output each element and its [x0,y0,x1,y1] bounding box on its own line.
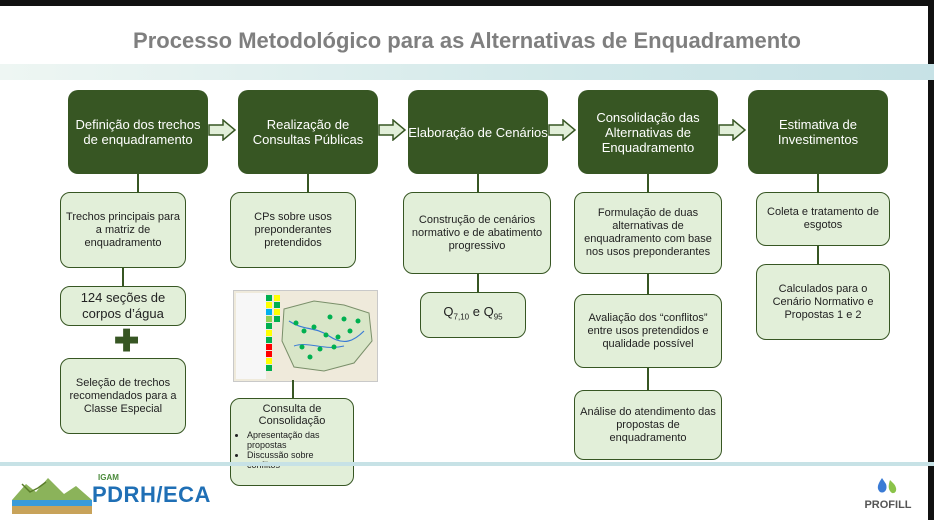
box-vazoes: Q7,10 e Q95 [420,292,526,338]
box-formulacao: Formulação de duas alternativas de enqua… [574,192,722,274]
consulta-bullet: Discussão sobre conflitos [247,450,349,470]
connector [647,174,649,192]
header-consolidacao-label: Consolidação das Alternativas de Enquadr… [596,109,700,155]
vazao-formula: Q7,10 e Q95 [443,304,502,326]
header-cenarios-label: Elaboração de Cenários [408,124,548,140]
top-border [0,0,934,6]
connector [292,380,294,398]
title-band [0,64,934,80]
box-text: Seleção de trechos recomendados para a C… [69,376,177,415]
drops-icon [877,478,897,494]
q95-subscript: 95 [493,312,503,322]
right-arrow-icon [718,119,746,141]
box-text: CPs sobre usos preponderantes pretendido… [254,210,332,249]
map-image [233,290,378,382]
box-selecao-trechos: Seleção de trechos recomendados para a C… [60,358,186,434]
header-definicao-label: Definição dos trechos de enquadramento [75,117,201,147]
box-analise-atendimento: Análise do atendimento das propostas de … [574,390,722,460]
box-124-secoes: 124 seções de corpos d’água [60,286,186,326]
consulta-bullet: Apresentação das propostas [247,430,349,450]
q95-symbol: Q [483,304,494,320]
profill-label: PROFILL [864,499,912,511]
box-consulta-consolidacao: Consulta de Consolidação Apresentação da… [230,398,354,486]
connector [122,268,124,286]
box-text: Coleta e tratamento de esgotos [767,206,879,231]
plus-icon: ✚ [114,325,140,358]
box-construcao-cenarios: Construção de cenários normativo e de ab… [403,192,551,274]
q710-symbol: Q [443,304,454,320]
header-investimentos: Estimativa de Investimentos [748,90,888,174]
footer-band [0,462,934,466]
box-text: 124 seções de corpos d’água [80,290,166,321]
box-text: Construção de cenários normativo e de ab… [411,213,543,252]
connector [477,274,479,292]
box-text: Formulação de duas alternativas de enqua… [584,207,712,258]
pdrh-eca-logo: IGAM PDRH/ECA [12,470,210,514]
connector [817,246,819,264]
connector [647,274,649,294]
landscape-icon [12,478,92,514]
header-cenarios: Elaboração de Cenários [408,90,548,174]
box-text: Calculados para o Cenário Normativo e Pr… [772,282,874,321]
igam-label: IGAM [98,473,119,482]
box-coleta-esgotos: Coleta e tratamento de esgotos [756,192,890,246]
header-consultas-label: Realização de Consultas Públicas [252,117,364,147]
q710-subscript: 7,10 [453,312,470,322]
header-investimentos-label: Estimativa de Investimentos [777,117,859,147]
right-arrow-icon [208,119,236,141]
box-text: Trechos principais para a matriz de enqu… [66,210,180,249]
box-cps-usos: CPs sobre usos preponderantes pretendido… [230,192,356,268]
connector [817,174,819,192]
connector [647,368,649,390]
box-text: Análise do atendimento das propostas de … [580,405,716,444]
box-text: Avaliação dos “conflitos” entre usos pre… [587,311,709,350]
pdrh-eca-label: PDRH/ECA [92,482,211,507]
box-avaliacao-conflitos: Avaliação dos “conflitos” entre usos pre… [574,294,722,368]
right-arrow-icon [378,119,406,141]
profill-logo: PROFILL [858,476,918,516]
connector [137,174,139,192]
consulta-title: Consulta de Consolidação [258,403,326,427]
header-consultas: Realização de Consultas Públicas [238,90,378,174]
connector [307,174,309,192]
right-arrow-icon [548,119,576,141]
conjunction: e [469,304,484,320]
box-trechos-principais: Trechos principais para a matriz de enqu… [60,192,186,268]
header-definicao: Definição dos trechos de enquadramento [68,90,208,174]
connector [477,174,479,192]
box-calculados: Calculados para o Cenário Normativo e Pr… [756,264,890,340]
right-border [928,0,934,520]
page-title: Processo Metodológico para as Alternativ… [133,28,801,53]
header-consolidacao: Consolidação das Alternativas de Enquadr… [578,90,718,174]
